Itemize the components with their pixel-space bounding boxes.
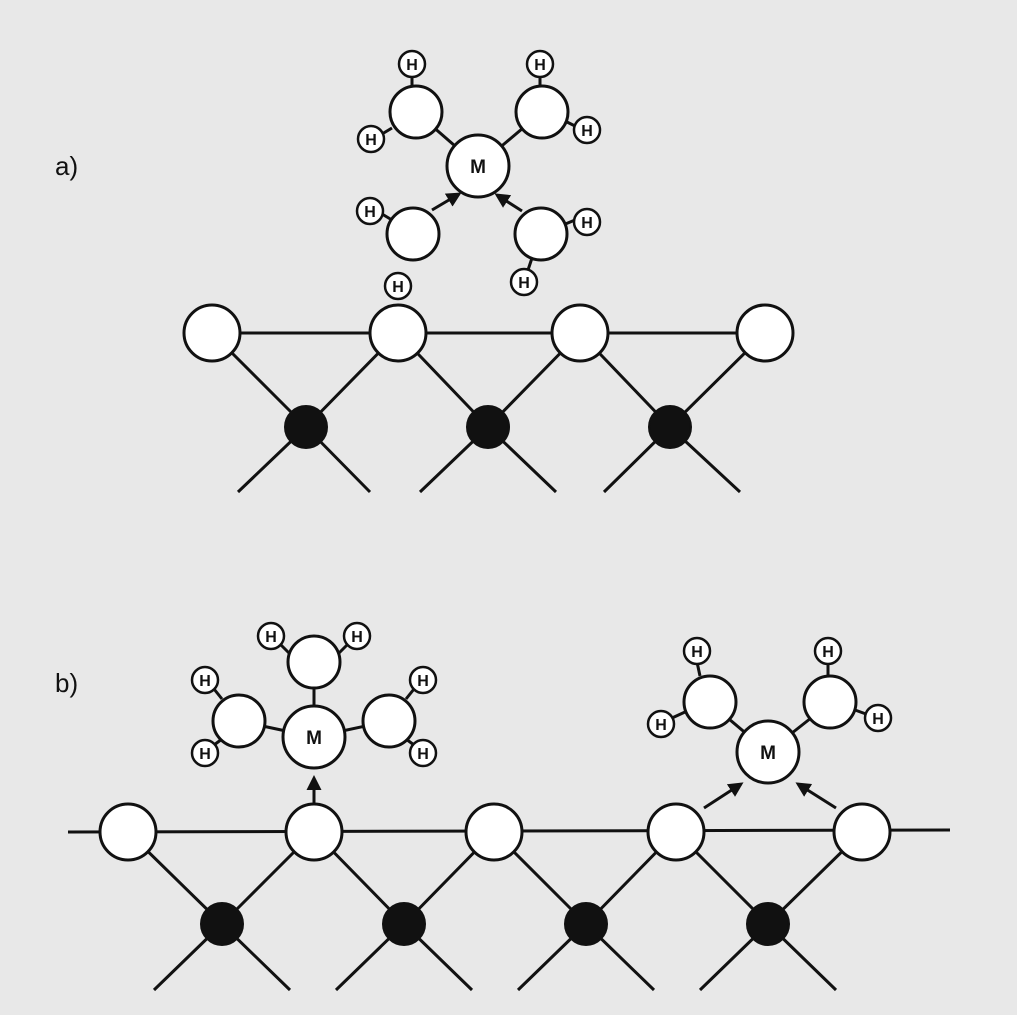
metal-atom: [281, 704, 347, 770]
hydrogen-atom: [190, 738, 220, 768]
hydrogen-label: H: [691, 644, 703, 661]
metal-atom: [445, 133, 511, 199]
surface-atom: [550, 303, 610, 363]
surface-atom: [284, 802, 344, 862]
surface-atom: [368, 303, 428, 363]
subsurface-atom: [746, 902, 790, 946]
hydrogen-label: H: [417, 746, 429, 763]
hydrogen-atom: [408, 665, 438, 695]
hydrogen-atom: [190, 665, 220, 695]
hydrogen-label: H: [822, 644, 834, 661]
hydrogen-atom: [383, 271, 413, 301]
dative-arrow: [494, 193, 523, 213]
panel-label-a: a): [55, 151, 78, 181]
dative-arrow: [431, 192, 462, 212]
hydrogen-atom: [342, 621, 372, 651]
panel-label-b: b): [55, 668, 78, 698]
subsurface-atom: [466, 405, 510, 449]
hydrogen-label: H: [872, 711, 884, 728]
surface-atom: [182, 303, 242, 363]
subsurface-atom: [382, 902, 426, 946]
surface-atom: [98, 802, 158, 862]
hydrogen-label: H: [199, 746, 211, 763]
hydrogen-label: H: [534, 57, 546, 74]
subsurface-atom: [564, 902, 608, 946]
hydrogen-label: H: [581, 123, 593, 140]
hydrogen-label: H: [265, 629, 277, 646]
subsurface-atom: [648, 405, 692, 449]
hydrogen-label: H: [392, 279, 404, 296]
hydrogen-atom: [646, 709, 676, 739]
hydrogen-atom: [863, 703, 893, 733]
hydrogen-atom: [525, 49, 555, 79]
ligand-atom: [286, 634, 342, 690]
hydrogen-label: H: [406, 57, 418, 74]
surface-atom: [832, 802, 892, 862]
surface-atom: [464, 802, 524, 862]
metal-label: M: [760, 743, 776, 764]
panel-a: H M H H H H: [182, 49, 795, 494]
hydrogen-atom: [509, 267, 539, 297]
metal-label: M: [306, 728, 322, 749]
ligand-atom: [211, 693, 267, 749]
h-bond: [404, 688, 416, 700]
hydrogen-atom: [813, 636, 843, 666]
hydrogen-label: H: [351, 629, 363, 646]
dative-arrow: [703, 782, 744, 810]
hydrogen-atom: [408, 738, 438, 768]
hydrogen-label: H: [365, 132, 377, 149]
hydrogen-label: H: [518, 275, 530, 292]
metal-label: M: [470, 157, 486, 178]
ligand-atom: [388, 84, 444, 140]
subsurface-atom: [200, 902, 244, 946]
h-bond: [671, 710, 686, 720]
ligand-atom: [513, 206, 569, 262]
ligand-atom: [514, 84, 570, 140]
panel-b: M H H H H H H M H H H: [67, 621, 951, 992]
ligand-atom: [682, 674, 738, 730]
ligand-atom: [385, 206, 441, 262]
hydrogen-atom: [397, 49, 427, 79]
dative-arrow: [795, 782, 837, 810]
h-bond: [854, 708, 867, 716]
hydrogen-atom: [572, 115, 602, 145]
metal-atom: [735, 719, 801, 785]
surface-atom: [646, 802, 706, 862]
hydrogen-label: H: [364, 204, 376, 221]
hydrogen-atom: [256, 621, 286, 651]
hydrogen-atom: [355, 196, 385, 226]
hydrogen-label: H: [655, 717, 667, 734]
hydrogen-label: H: [199, 673, 211, 690]
hydrogen-label: H: [581, 215, 593, 232]
hydrogen-label: H: [417, 673, 429, 690]
hydrogen-atom: [572, 207, 602, 237]
ligand-atom: [802, 674, 858, 730]
hydrogen-atom: [682, 636, 712, 666]
surface-atom: [735, 303, 795, 363]
hydrogen-atom: [356, 124, 386, 154]
ligand-atom: [361, 693, 417, 749]
h-bond: [526, 257, 534, 271]
subsurface-atom: [284, 405, 328, 449]
h-bond: [212, 688, 224, 700]
